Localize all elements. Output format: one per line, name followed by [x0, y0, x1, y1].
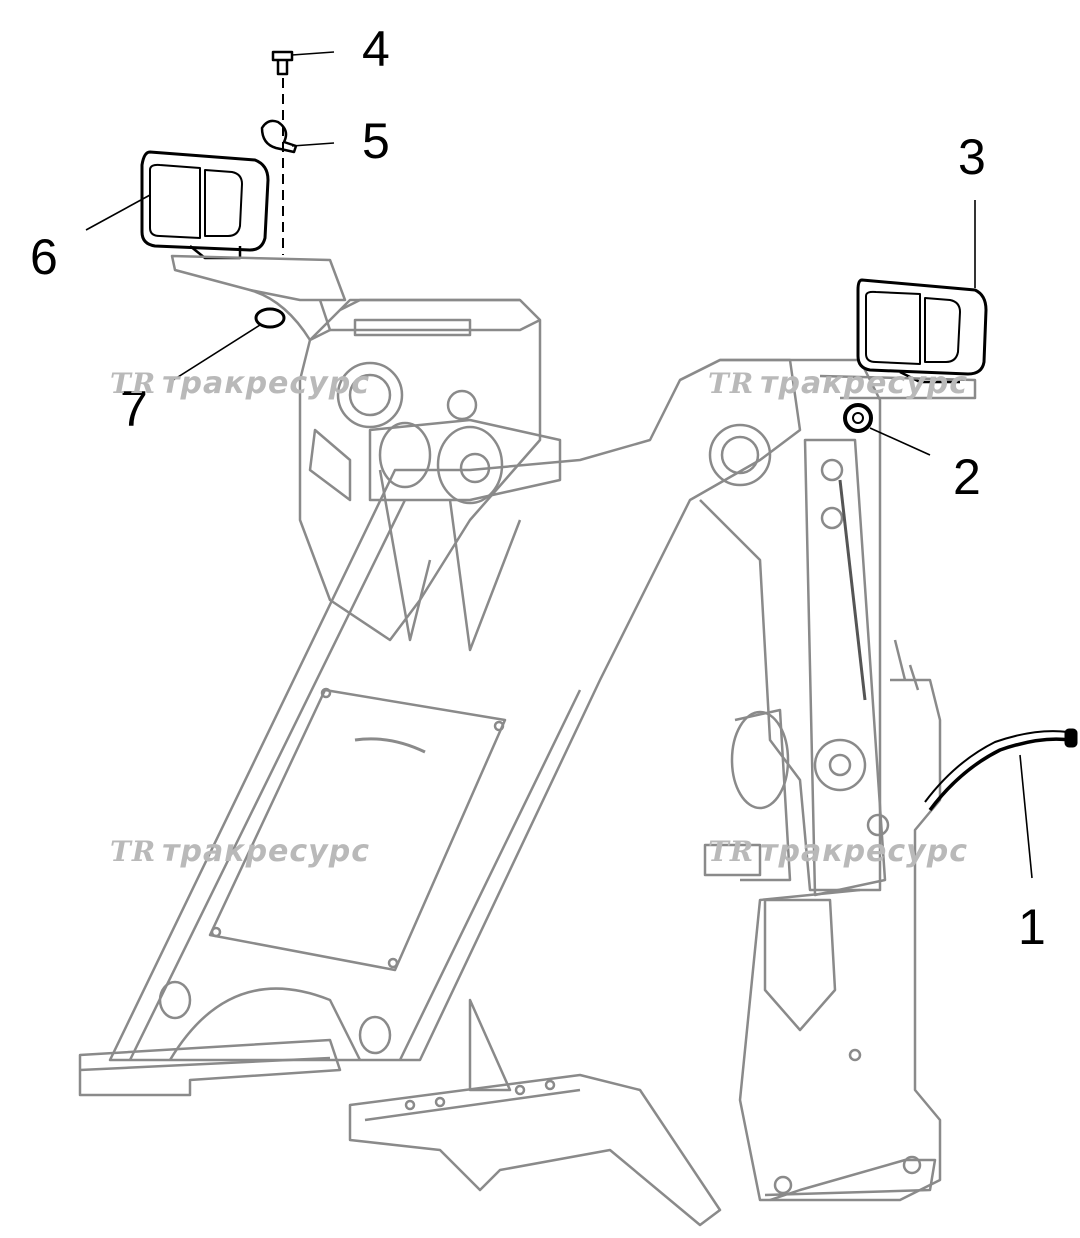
center-pivot — [368, 418, 562, 502]
lamp-right — [856, 278, 988, 376]
callout-1: 1 — [1018, 899, 1046, 955]
callout-6: 6 — [30, 229, 58, 285]
callout-2: 2 — [953, 449, 981, 505]
right-column — [738, 678, 942, 1202]
callout-3: 3 — [958, 129, 986, 185]
main-beam — [108, 358, 802, 1062]
watermark-text: тракресурс — [162, 366, 370, 401]
watermark-text: тракресурс — [760, 366, 968, 401]
right-tower — [679, 358, 882, 892]
watermark-text: тракресурс — [760, 834, 968, 869]
cover-plate — [208, 688, 507, 972]
left-base — [78, 1038, 342, 1097]
watermark-logo: TR — [110, 367, 157, 400]
right-arm — [803, 438, 887, 897]
callout-5: 5 — [362, 113, 390, 169]
grommet-2 — [843, 403, 873, 433]
bolt-4 — [271, 50, 294, 76]
watermark-logo: TR — [708, 367, 755, 400]
clamp-5 — [260, 119, 298, 154]
cable-1 — [928, 737, 1071, 812]
watermark-text: тракресурс — [162, 834, 370, 869]
watermark-logo: TR — [708, 835, 755, 868]
callout-7: 7 — [120, 381, 148, 437]
watermark-logo: TR — [110, 835, 157, 868]
grommet-7 — [254, 307, 286, 329]
center-base — [348, 1073, 722, 1227]
callout-4: 4 — [362, 21, 390, 77]
